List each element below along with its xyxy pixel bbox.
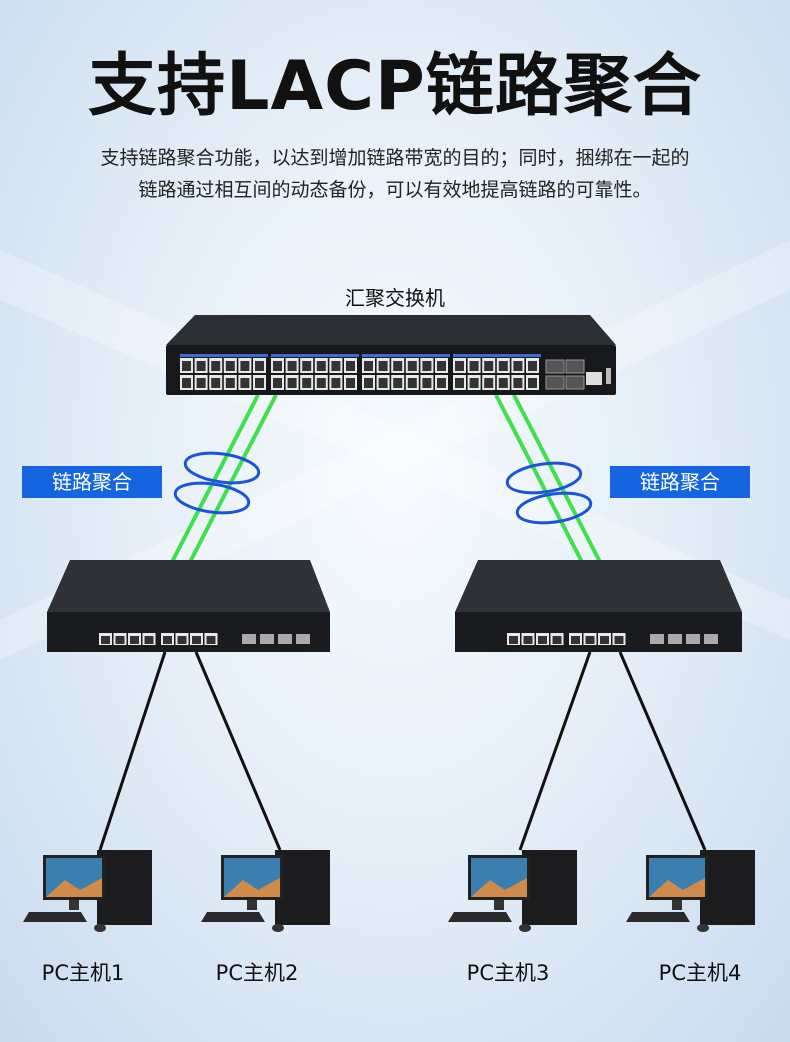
aggregation-ring-right: [505, 461, 593, 525]
console-port: [586, 372, 602, 385]
sfp-port: [704, 634, 718, 644]
sfp-port: [565, 375, 585, 390]
description-line-1: 支持链路聚合功能，以达到增加链路带宽的目的；同时，捆绑在一起的: [100, 147, 690, 169]
keyboard: [23, 912, 87, 922]
pc-3: [448, 850, 577, 932]
keyboard: [448, 912, 512, 922]
description-line-2: 链路通过相互间的动态备份，可以有效地提高链路的可靠性。: [138, 179, 652, 201]
sfp-port: [668, 634, 682, 644]
aggregated-links-left: [170, 394, 278, 563]
pc-tower: [522, 850, 577, 925]
aggregation-ring-left: [173, 451, 261, 515]
sfp-port: [296, 634, 310, 644]
pc-links: [98, 651, 707, 851]
sfp-port: [278, 634, 292, 644]
pc-label-3: PC主机3: [466, 961, 550, 985]
mouse: [272, 924, 284, 932]
usb-port: [606, 368, 611, 384]
core-switch-label: 汇聚交换机: [345, 286, 445, 310]
sfp-port: [260, 634, 274, 644]
keyboard: [201, 912, 265, 922]
keyboard: [626, 912, 690, 922]
access-switch-left: [47, 560, 330, 652]
access-switch-right: [455, 560, 742, 652]
core-switch: [166, 315, 616, 395]
mouse: [94, 924, 106, 932]
pc-2: [201, 850, 330, 932]
pc-tower: [275, 850, 330, 925]
aggregation-tag-left: 链路聚合: [22, 466, 162, 498]
sfp-port: [650, 634, 664, 644]
sfp-port: [545, 375, 565, 390]
pc-tower: [97, 850, 152, 925]
aggregated-links-right: [494, 394, 602, 563]
pc-label-1: PC主机1: [41, 961, 125, 985]
mouse: [519, 924, 531, 932]
pc-label-4: PC主机4: [658, 961, 742, 985]
aggregation-tag-right: 链路聚合: [610, 466, 750, 498]
sfp-port: [686, 634, 700, 644]
sfp-port: [545, 359, 565, 374]
sfp-port: [242, 634, 256, 644]
pc-1: [23, 850, 152, 932]
mouse: [697, 924, 709, 932]
pc-tower: [700, 850, 755, 925]
sfp-port: [565, 359, 585, 374]
pc-label-2: PC主机2: [215, 961, 299, 985]
page-title: 支持LACP链路聚合: [88, 47, 702, 126]
pc-4: [626, 850, 755, 932]
